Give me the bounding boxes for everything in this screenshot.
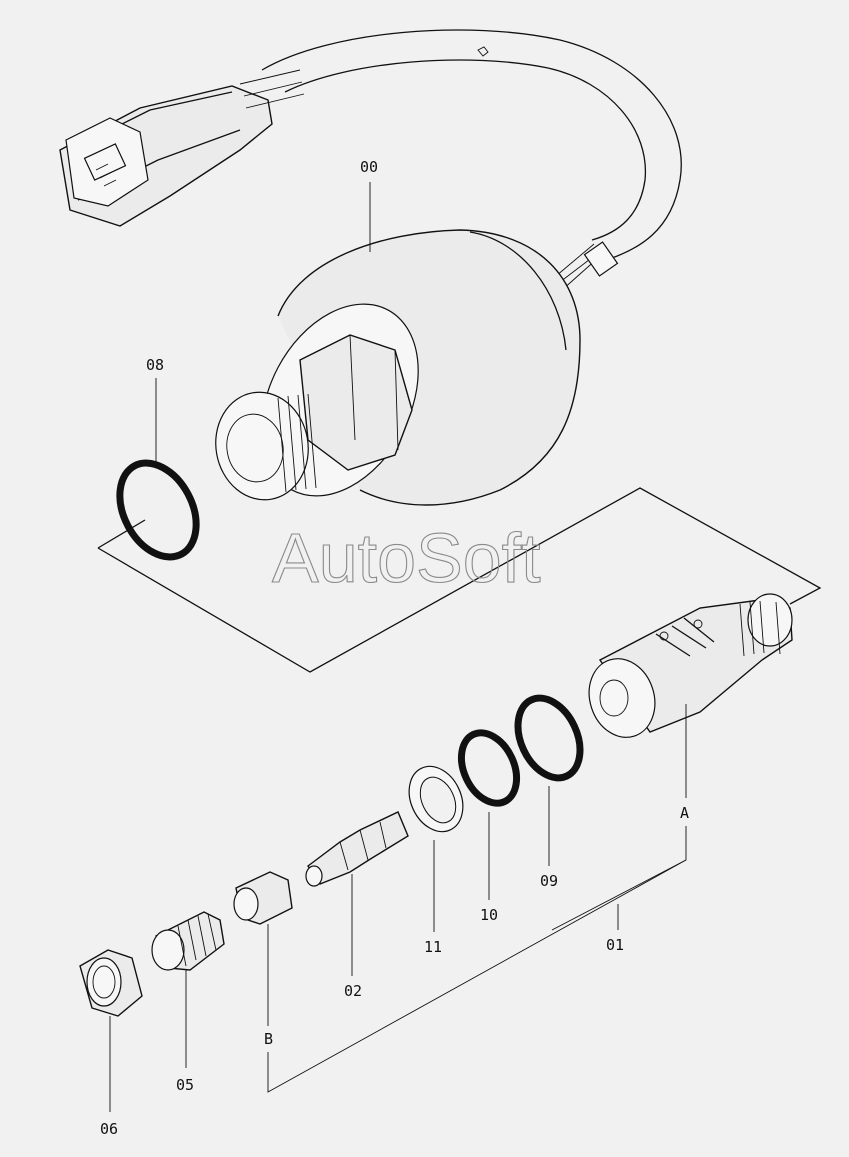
wiring-connector (59, 69, 305, 227)
wire-harness (261, 29, 682, 291)
assembly-bracket-line (97, 487, 822, 673)
callout-09: 09 (540, 872, 558, 890)
leader-lines (109, 182, 687, 1112)
sleeve-part-b (233, 871, 293, 925)
callout-a: A (680, 804, 689, 822)
thread-fitting (215, 391, 317, 501)
watermark-text: AutoSoft (272, 519, 541, 597)
callout-08: 08 (146, 356, 164, 374)
o-ring-10 (457, 729, 521, 807)
callout-11: 11 (424, 938, 442, 956)
callout-05: 05 (176, 1076, 194, 1094)
valve-spool-02 (305, 811, 409, 887)
lock-nut-06 (79, 949, 143, 1017)
pressure-switch-body (215, 229, 581, 506)
callout-00: 00 (360, 158, 378, 176)
callout-labels: 00 08 A 09 10 11 01 02 B 05 06 (100, 158, 689, 1138)
callout-02: 02 (344, 982, 362, 1000)
o-ring-09 (514, 694, 584, 782)
o-ring-08 (116, 459, 200, 561)
callout-b: B (264, 1030, 273, 1048)
backup-ring-11 (408, 765, 464, 833)
plug-05 (151, 911, 225, 971)
fitting-assembly-01 (588, 593, 793, 738)
callout-10: 10 (480, 906, 498, 924)
callout-01: 01 (606, 936, 624, 954)
callout-06: 06 (100, 1120, 118, 1138)
